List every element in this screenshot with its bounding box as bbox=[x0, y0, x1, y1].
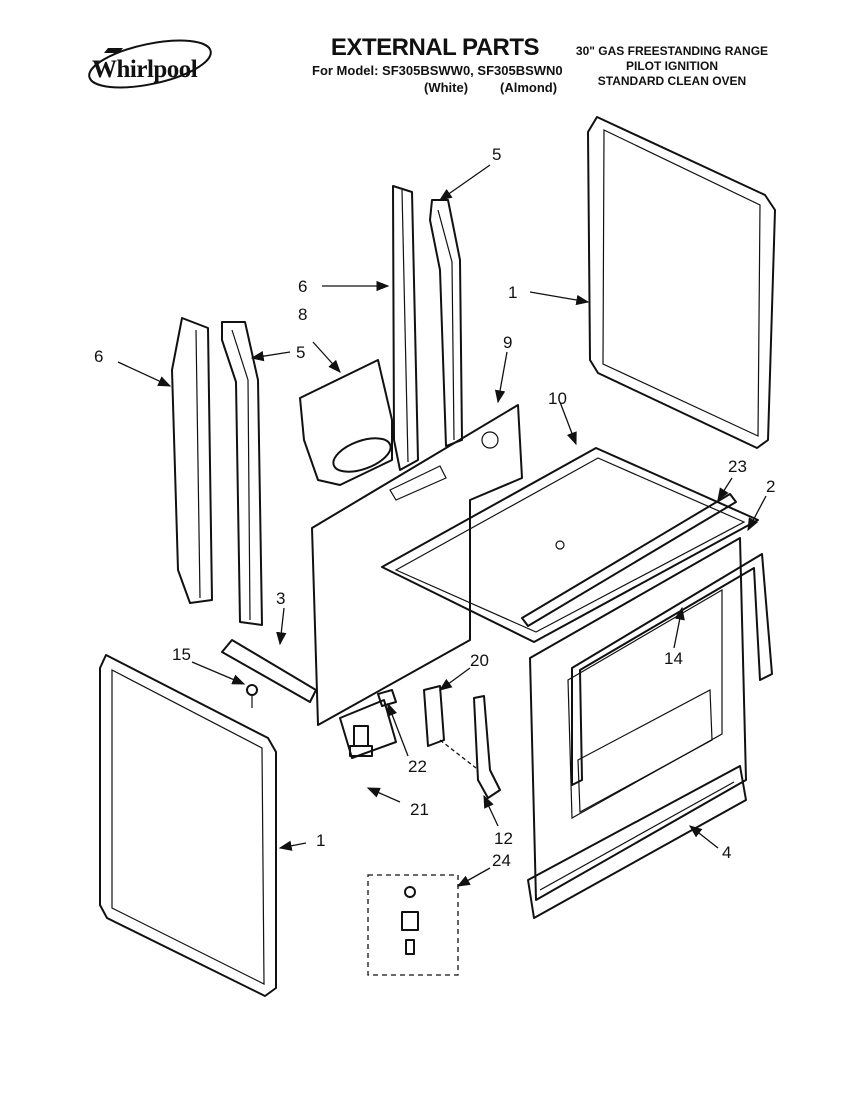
callout-8: 8 bbox=[298, 305, 307, 324]
callout-9: 9 bbox=[503, 333, 512, 352]
callout-24: 24 bbox=[492, 851, 511, 870]
rear-channel-center[interactable] bbox=[392, 185, 419, 471]
callout-23: 23 bbox=[728, 457, 747, 476]
callout-6: 6 bbox=[298, 277, 307, 296]
callout-15: 15 bbox=[172, 645, 191, 664]
callout-numbers: 5 6 1 8 9 6 5 10 23 2 3 15 20 14 22 21 1… bbox=[94, 145, 775, 870]
finish-white-label: (White) bbox=[424, 80, 469, 95]
product-description: 30" GAS FREESTANDING RANGE PILOT IGNITIO… bbox=[566, 44, 778, 89]
kick-panel[interactable] bbox=[527, 765, 747, 919]
logo-text: Whirlpool bbox=[92, 56, 198, 83]
callout-22: 22 bbox=[408, 757, 427, 776]
rear-panel[interactable] bbox=[311, 404, 523, 726]
description-line-2: PILOT IGNITION bbox=[626, 59, 718, 73]
page-title: EXTERNAL PARTS bbox=[330, 34, 540, 61]
vent-duct[interactable] bbox=[299, 359, 395, 486]
top-panel[interactable] bbox=[381, 447, 759, 643]
leveling-bracket[interactable] bbox=[473, 695, 501, 799]
bottom-rail[interactable] bbox=[221, 639, 317, 703]
front-frame[interactable] bbox=[529, 537, 747, 901]
screw[interactable] bbox=[246, 684, 258, 708]
finish-almond-label: (Almond) bbox=[500, 80, 558, 95]
callout-12: 12 bbox=[494, 829, 513, 848]
callout-4: 4 bbox=[722, 843, 731, 862]
callout-6: 6 bbox=[94, 347, 103, 366]
callout-3: 3 bbox=[276, 589, 285, 608]
description-line-3: STANDARD CLEAN OVEN bbox=[597, 74, 747, 88]
callout-1: 1 bbox=[508, 283, 517, 302]
callout-20: 20 bbox=[470, 651, 489, 670]
callout-5: 5 bbox=[296, 343, 305, 362]
leveling-leg[interactable] bbox=[349, 725, 373, 757]
spring-clip[interactable] bbox=[377, 689, 397, 707]
callout-2: 2 bbox=[766, 477, 775, 496]
model-line: For Model: SF305BSWW0, SF305BSWN0 bbox=[312, 63, 563, 78]
logo-swoosh-icon bbox=[88, 39, 212, 89]
callout-10: 10 bbox=[548, 389, 567, 408]
side-panel-right[interactable] bbox=[587, 116, 776, 449]
trim-strip[interactable] bbox=[521, 493, 737, 627]
whirlpool-logo: Whirlpool bbox=[78, 36, 218, 106]
side-panel-left[interactable] bbox=[99, 654, 277, 997]
leg-housing[interactable] bbox=[339, 699, 397, 759]
side-brace-left[interactable] bbox=[221, 321, 263, 626]
hardware-kit[interactable] bbox=[367, 874, 459, 976]
side-brace-center[interactable] bbox=[429, 199, 463, 447]
door-gasket[interactable] bbox=[571, 553, 773, 786]
description-line-1: 30" GAS FREESTANDING RANGE bbox=[575, 44, 769, 58]
rear-channel-left[interactable] bbox=[171, 317, 213, 604]
callout-1: 1 bbox=[316, 831, 325, 850]
callout-21: 21 bbox=[410, 800, 429, 819]
callout-5: 5 bbox=[492, 145, 501, 164]
bracket[interactable] bbox=[423, 685, 445, 747]
leader-lines bbox=[117, 164, 767, 887]
callout-14: 14 bbox=[664, 649, 683, 668]
